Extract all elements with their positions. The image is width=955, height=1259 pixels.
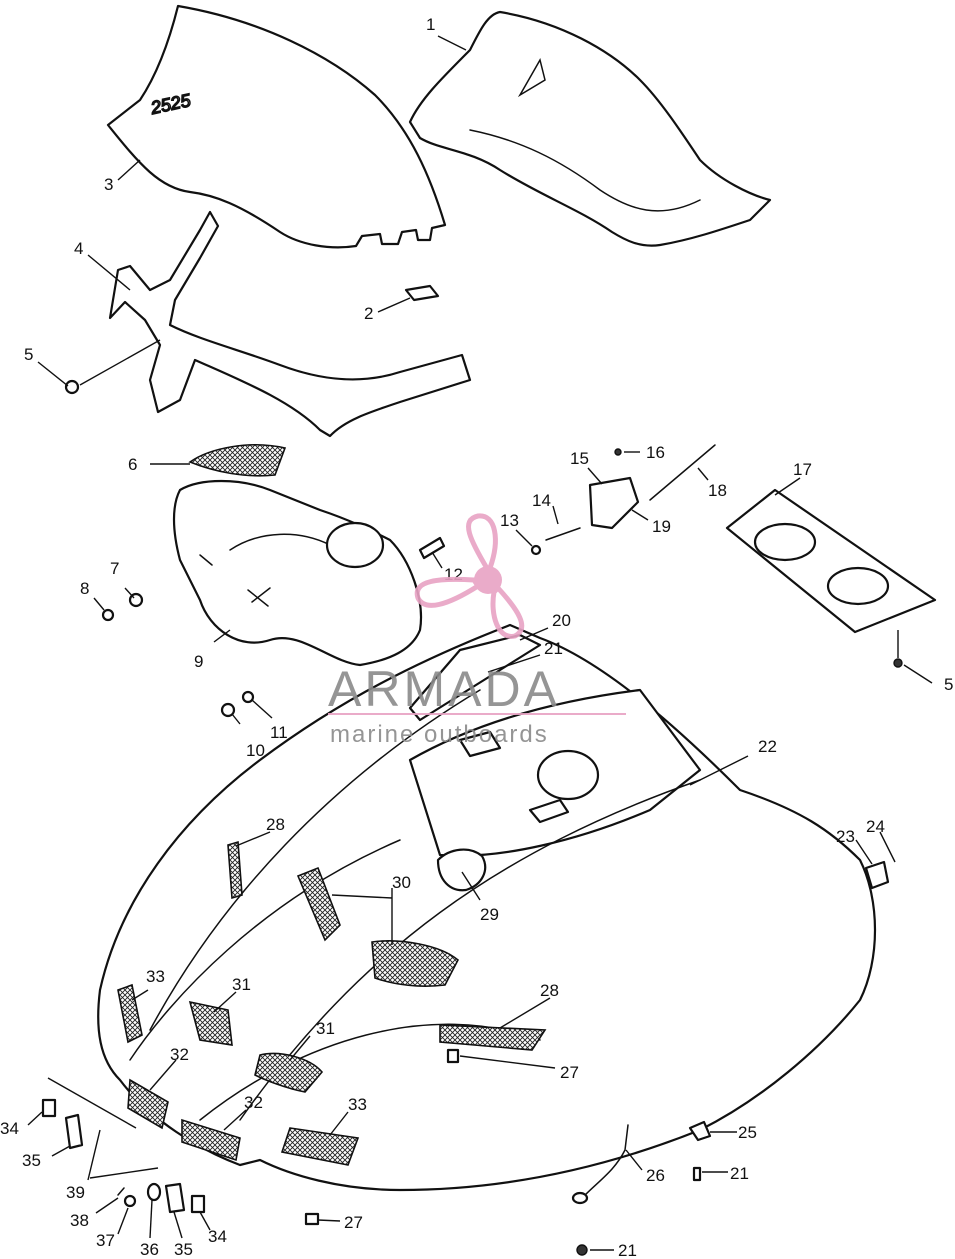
callout-6: 6 bbox=[128, 455, 137, 474]
callout-32b: 32 bbox=[244, 1093, 263, 1112]
lens-part bbox=[188, 444, 287, 477]
clip-part-27a bbox=[446, 1048, 460, 1064]
callout-27a: 27 bbox=[560, 1063, 579, 1082]
callout-34a: 34 bbox=[0, 1119, 19, 1138]
callout-21b: 21 bbox=[730, 1164, 749, 1183]
vent-28-left bbox=[227, 840, 243, 900]
bracket-part-23 bbox=[864, 860, 890, 890]
clip-part-25 bbox=[688, 1120, 712, 1142]
watermark-subtitle: marine outboards bbox=[330, 721, 549, 748]
vent-33-center bbox=[280, 1127, 360, 1166]
callout-labels: 1 2 3 4 5 6 7 8 9 10 11 12 13 14 15 16 1… bbox=[0, 15, 953, 1259]
callout-38: 38 bbox=[70, 1211, 89, 1230]
callout-11: 11 bbox=[270, 723, 288, 742]
pin-part-38 bbox=[117, 1187, 125, 1196]
callout-31a: 31 bbox=[232, 975, 251, 994]
cable-part-26 bbox=[571, 1124, 629, 1205]
plate-part-17 bbox=[725, 488, 937, 634]
callout-13: 13 bbox=[500, 511, 519, 530]
callout-4: 4 bbox=[74, 239, 83, 258]
washer-part-36 bbox=[146, 1182, 162, 1202]
callout-5b: 5 bbox=[944, 675, 953, 694]
callout-36: 36 bbox=[140, 1240, 159, 1259]
callout-39: 39 bbox=[66, 1183, 85, 1202]
vent-28-right bbox=[439, 1024, 547, 1051]
callout-21a: 21 bbox=[544, 639, 563, 658]
pin-part-16 bbox=[614, 448, 622, 456]
callout-28a: 28 bbox=[266, 815, 285, 834]
callout-18: 18 bbox=[708, 481, 727, 500]
callout-32a: 32 bbox=[170, 1045, 189, 1064]
callout-31b: 31 bbox=[316, 1019, 335, 1038]
bolt-part-12 bbox=[418, 536, 446, 560]
leader-lines bbox=[27, 35, 933, 1251]
nut-part-10 bbox=[220, 702, 236, 718]
clip-part-27b bbox=[304, 1212, 320, 1226]
callout-2: 2 bbox=[364, 304, 373, 323]
callout-20: 20 bbox=[552, 611, 571, 630]
callout-25: 25 bbox=[738, 1123, 757, 1142]
callout-35a: 35 bbox=[22, 1151, 41, 1170]
grommet-part-29 bbox=[436, 848, 487, 892]
callout-35b: 35 bbox=[174, 1240, 193, 1259]
rod-part-18 bbox=[649, 444, 716, 501]
spring-part-14 bbox=[545, 527, 581, 541]
callout-28b: 28 bbox=[540, 981, 559, 1000]
callout-34b: 34 bbox=[208, 1227, 227, 1246]
hood-body-part bbox=[97, 623, 877, 1192]
hinge-part-34a bbox=[41, 1098, 57, 1118]
latch-part-15 bbox=[588, 476, 640, 530]
windshield-part: 2525 bbox=[106, 4, 447, 249]
callout-37: 37 bbox=[96, 1231, 115, 1250]
screw-part-21c bbox=[576, 1244, 588, 1256]
vent-30-upper bbox=[296, 866, 341, 942]
vent-30-lower bbox=[371, 940, 460, 987]
hinge-part-35b bbox=[164, 1182, 186, 1214]
callout-21c: 21 bbox=[618, 1241, 637, 1259]
vent-31-left bbox=[188, 1000, 233, 1046]
washer-part-11 bbox=[241, 690, 255, 704]
screw-part-5 bbox=[64, 379, 80, 395]
callout-23: 23 bbox=[836, 827, 855, 846]
watermark-title: ARMADA bbox=[328, 661, 560, 717]
callout-29: 29 bbox=[480, 905, 499, 924]
callout-16: 16 bbox=[646, 443, 665, 462]
screw-part-21b bbox=[692, 1166, 702, 1182]
vent-32-center bbox=[181, 1118, 241, 1162]
armada-watermark: ARMADA marine outboards bbox=[328, 513, 626, 748]
headlight-housing-part bbox=[172, 479, 422, 667]
callout-8: 8 bbox=[80, 579, 89, 598]
callout-27b: 27 bbox=[344, 1213, 363, 1232]
callout-1: 1 bbox=[426, 15, 435, 34]
callout-5a: 5 bbox=[24, 345, 33, 364]
bracket-part bbox=[108, 210, 472, 438]
callout-15: 15 bbox=[570, 449, 589, 468]
seat-cover-part bbox=[408, 10, 772, 247]
vent-33-left bbox=[117, 983, 143, 1044]
callout-9: 9 bbox=[194, 652, 203, 671]
hinge-part-34b bbox=[190, 1194, 206, 1214]
callout-33b: 33 bbox=[348, 1095, 367, 1114]
callout-30: 30 bbox=[392, 873, 411, 892]
callout-14: 14 bbox=[532, 491, 551, 510]
callout-33a: 33 bbox=[146, 967, 165, 986]
washer-part-8 bbox=[101, 608, 115, 622]
bolt-part-37 bbox=[123, 1194, 137, 1208]
propeller-logo-icon bbox=[414, 513, 525, 639]
callout-10: 10 bbox=[246, 741, 265, 760]
nut-part-13 bbox=[530, 544, 542, 556]
vent-32-left bbox=[127, 1078, 169, 1130]
clip-part-2 bbox=[404, 284, 440, 302]
callout-26: 26 bbox=[646, 1166, 665, 1185]
callout-19: 19 bbox=[652, 517, 671, 536]
vent-31-center bbox=[254, 1052, 324, 1093]
screw-part-5b bbox=[893, 658, 903, 668]
callout-7: 7 bbox=[110, 559, 119, 578]
callout-17: 17 bbox=[793, 460, 812, 479]
callout-22: 22 bbox=[758, 737, 777, 756]
callout-3: 3 bbox=[104, 175, 113, 194]
callout-24: 24 bbox=[866, 817, 885, 836]
hinge-part-35a bbox=[64, 1113, 84, 1150]
